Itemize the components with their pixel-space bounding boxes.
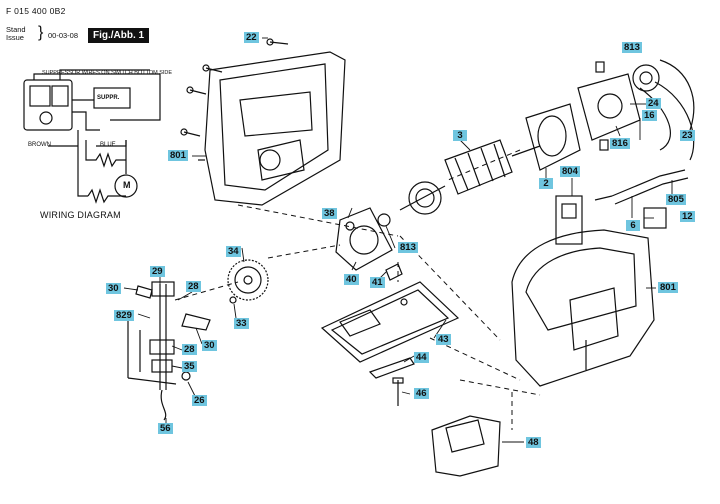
brush-holder <box>577 61 641 151</box>
wire-blue <box>96 140 127 147</box>
plunger-assembly <box>127 281 211 421</box>
field-stator <box>525 103 581 171</box>
callout-6: 6 <box>626 220 640 231</box>
callout-34: 34 <box>226 246 241 257</box>
stand-label: Stand <box>6 25 26 34</box>
base-plate <box>320 281 460 363</box>
figure-badge: Fig./Abb. 1 <box>88 28 150 43</box>
washer <box>229 296 237 304</box>
issue-date: 00-03-08 <box>48 31 79 40</box>
gear-housing <box>335 207 393 271</box>
callout-43: 43 <box>436 334 451 345</box>
callout-16: 16 <box>642 110 657 121</box>
switch-pivot <box>39 111 53 125</box>
suppressor-box <box>93 87 131 109</box>
motor-label: M <box>123 180 131 190</box>
bearing-mid <box>377 213 391 227</box>
callout-41: 41 <box>370 277 385 288</box>
wires <box>639 59 695 161</box>
assembly-lines <box>174 149 541 430</box>
bearing-top <box>632 64 660 92</box>
field-coil <box>87 188 126 204</box>
suppressor-note: SUPPRESSOR WIRES ON SWITCH BOTTOM SIDE <box>42 70 173 76</box>
callout-26: 26 <box>192 395 207 406</box>
callout-22: 22 <box>244 32 259 43</box>
base-screw <box>392 377 404 406</box>
callout-28-bottom: 28 <box>182 344 197 355</box>
callout-23: 23 <box>680 130 695 141</box>
callout-33: 33 <box>234 318 249 329</box>
callout-3: 3 <box>453 130 467 141</box>
switch <box>555 195 583 245</box>
callout-48: 48 <box>526 437 541 448</box>
callout-24: 24 <box>646 98 661 109</box>
motor-symbol <box>114 174 138 198</box>
switch-block <box>23 79 73 131</box>
switch-contact <box>29 85 51 107</box>
wiring-diagram-title: WIRING DIAGRAM <box>40 210 121 220</box>
callout-56: 56 <box>158 423 173 434</box>
callout-2: 2 <box>539 178 553 189</box>
drawing-code: F 015 400 0B2 <box>6 6 66 16</box>
stand-issue-label: Stand Issue <box>6 26 26 42</box>
brown-wire-label: BROWN <box>28 142 51 148</box>
callout-813-top: 813 <box>622 42 642 53</box>
callout-38: 38 <box>322 208 337 219</box>
callout-30-bottom: 30 <box>202 340 217 351</box>
wiring-diagram <box>23 69 161 204</box>
callout-805: 805 <box>666 194 686 205</box>
brace-glyph: } <box>38 24 44 41</box>
wire <box>59 69 150 80</box>
gear-34 <box>227 259 269 301</box>
callout-46: 46 <box>414 388 429 399</box>
callout-29: 29 <box>150 266 165 277</box>
blade-clamp <box>368 357 415 379</box>
armature <box>399 139 541 215</box>
callout-35: 35 <box>182 361 197 372</box>
switch-contact <box>51 85 69 107</box>
callout-40: 40 <box>344 274 359 285</box>
callout-30-top: 30 <box>106 283 121 294</box>
callout-801-left: 801 <box>168 150 188 161</box>
callout-813-mid: 813 <box>398 242 418 253</box>
callout-816: 816 <box>610 138 630 149</box>
blue-wire-label: BLUE <box>100 142 116 148</box>
callout-801-right: 801 <box>658 282 678 293</box>
callout-829: 829 <box>114 310 134 321</box>
wire <box>33 73 161 121</box>
housing-right <box>511 229 655 387</box>
suppressor-label: SUPPR. <box>97 95 120 101</box>
wire <box>72 111 100 131</box>
power-cord <box>594 169 689 205</box>
callout-28-top: 28 <box>186 281 201 292</box>
issue-label: Issue <box>6 33 24 42</box>
screws <box>180 38 289 137</box>
wire-brown <box>77 130 88 197</box>
callout-12: 12 <box>680 211 695 222</box>
callout-44: 44 <box>414 352 429 363</box>
clamp-41 <box>385 263 403 281</box>
callout-804: 804 <box>560 166 580 177</box>
field-coil <box>85 140 126 168</box>
housing-left <box>198 51 346 206</box>
dust-cover <box>431 415 501 477</box>
